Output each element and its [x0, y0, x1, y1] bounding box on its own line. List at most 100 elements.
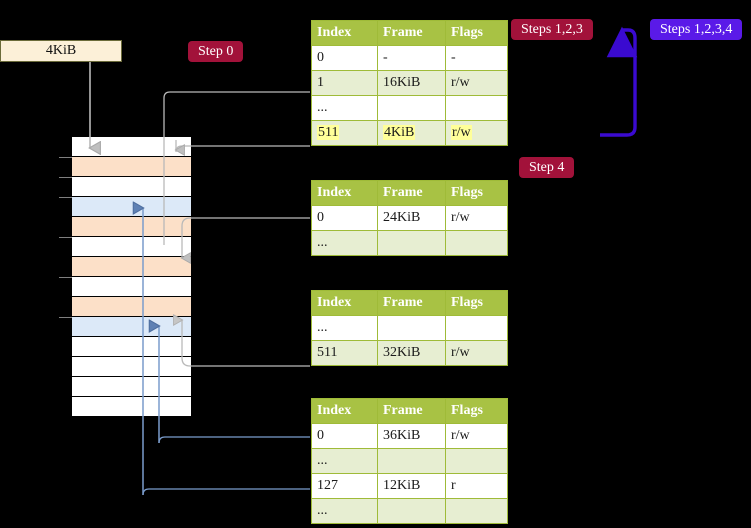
frame-size-box: 4KiB: [0, 40, 122, 62]
memory-frame-4: [72, 217, 191, 237]
memory-tick-1: [59, 177, 72, 178]
frame-size-label: 4KiB: [45, 43, 77, 58]
memory-frame-8: [72, 297, 191, 317]
wire-purple-bracket: [600, 26, 638, 137]
cell-flags: r: [445, 473, 508, 499]
memory-tick-2: [59, 197, 72, 198]
step-0-label: Step 0: [198, 44, 234, 59]
column-header-index: Index: [311, 20, 378, 46]
column-header-flags: Flags: [445, 398, 508, 424]
table-row[interactable]: ...: [311, 498, 508, 524]
memory-frame-2: [72, 177, 191, 197]
cell-frame: [377, 498, 446, 524]
cell-flags: r/w: [445, 423, 508, 449]
cell-index: 0: [311, 45, 378, 71]
memory-frame-1: [72, 157, 191, 177]
step-4-label: Step 4: [529, 160, 565, 175]
cell-frame: 16KiB: [377, 70, 446, 96]
cell-flags: -: [445, 45, 508, 71]
cell-flags: r/w: [445, 340, 508, 366]
memory-frame-10: [72, 337, 191, 357]
cell-index: 511: [311, 120, 378, 146]
column-header-frame: Frame: [377, 290, 446, 316]
table-row[interactable]: ...: [311, 448, 508, 474]
memory-frame-12: [72, 377, 191, 397]
cell-frame: [377, 448, 446, 474]
column-header-frame: Frame: [377, 20, 446, 46]
memory-frame-6: [72, 257, 191, 277]
column-header-frame: Frame: [377, 398, 446, 424]
memory-frame-11: [72, 357, 191, 377]
table-row[interactable]: ...: [311, 315, 508, 341]
cell-index: ...: [311, 448, 378, 474]
column-header-frame: Frame: [377, 180, 446, 206]
cell-index: 127: [311, 473, 378, 499]
memory-tick-8: [59, 317, 72, 318]
memory-tick-6: [59, 277, 72, 278]
memory-frame-7: [72, 277, 191, 297]
cell-index: ...: [311, 315, 378, 341]
wire-l2-511: [182, 320, 310, 367]
step-0-badge: Step 0: [188, 41, 244, 62]
cell-frame: 12KiB: [377, 473, 446, 499]
column-header-flags: Flags: [445, 180, 508, 206]
cell-flags: [445, 315, 508, 341]
column-header-index: Index: [311, 180, 378, 206]
column-header-flags: Flags: [445, 20, 508, 46]
cell-frame: [377, 230, 446, 256]
steps-1234-badge: Steps 1,2,3,4: [650, 19, 743, 40]
cell-frame: 24KiB: [377, 205, 446, 231]
physical-memory-column: [59, 136, 192, 418]
table-row[interactable]: ...: [311, 230, 508, 256]
memory-tick-4: [59, 237, 72, 238]
cell-index: 0: [311, 423, 378, 449]
cell-frame: [377, 95, 446, 121]
memory-frame-0: [72, 137, 191, 157]
memory-frame-3: [72, 197, 191, 217]
cell-flags: r/w: [445, 205, 508, 231]
wire-l3-0: [182, 217, 310, 258]
cell-frame: 36KiB: [377, 423, 446, 449]
table-row[interactable]: ...: [311, 95, 508, 121]
cell-flags: [445, 448, 508, 474]
cell-frame: -: [377, 45, 446, 71]
cell-flags: r/w: [445, 120, 508, 146]
cell-index: 0: [311, 205, 378, 231]
table-row[interactable]: 0--: [311, 45, 508, 71]
steps-1234-label: Steps 1,2,3,4: [660, 22, 733, 37]
memory-frame-13: [72, 397, 191, 417]
cell-flags: [445, 95, 508, 121]
column-header-index: Index: [311, 398, 378, 424]
steps-123-label: Steps 1,2,3: [521, 22, 583, 37]
step-4-badge: Step 4: [519, 157, 575, 178]
cell-index: ...: [311, 498, 378, 524]
cell-flags: [445, 230, 508, 256]
cell-index: 511: [311, 340, 378, 366]
cell-flags: [445, 498, 508, 524]
memory-tick-0: [59, 157, 72, 158]
column-header-index: Index: [311, 290, 378, 316]
cell-index: ...: [311, 95, 378, 121]
cell-flags: r/w: [445, 70, 508, 96]
cell-frame: 4KiB: [377, 120, 446, 146]
cell-index: 1: [311, 70, 378, 96]
cell-frame: [377, 315, 446, 341]
steps-123-badge: Steps 1,2,3: [511, 19, 593, 40]
cell-index: ...: [311, 230, 378, 256]
cell-frame: 32KiB: [377, 340, 446, 366]
column-header-flags: Flags: [445, 290, 508, 316]
memory-frame-9: [72, 317, 191, 337]
